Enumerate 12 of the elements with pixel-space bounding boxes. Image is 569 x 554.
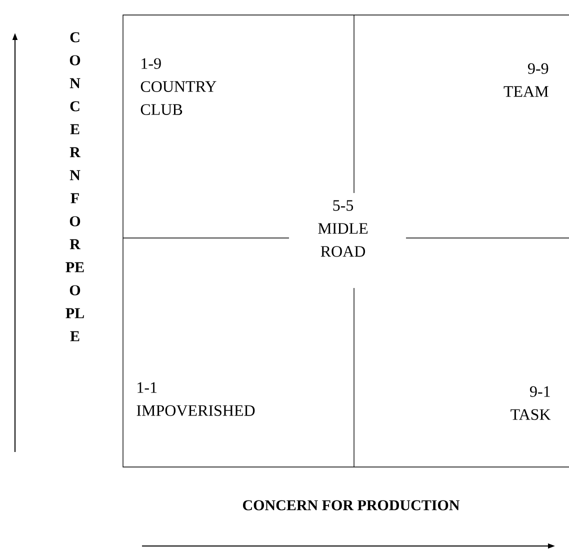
quadrant-label: 5-5: [333, 200, 354, 211]
quadrant-label: 9-9: [528, 63, 548, 74]
quadrant-label: TASK: [510, 409, 551, 420]
quadrant-label: 1-1: [138, 382, 157, 393]
axis-label: CONCERN FOR PRODUCTION: [243, 500, 460, 510]
quadrant-label: TEAM: [504, 86, 548, 97]
quadrant-label: IMPOVERISHED: [136, 405, 255, 416]
quadrant-label: 9-1: [530, 386, 550, 397]
quadrant-label: COUNTRY CLUB: [140, 81, 216, 115]
quadrant-label: MIDLE ROAD: [318, 223, 368, 257]
quadrant-label: 1-9: [142, 58, 161, 69]
axis-label: CONCERN FOR PEOPLE: [66, 32, 84, 342]
